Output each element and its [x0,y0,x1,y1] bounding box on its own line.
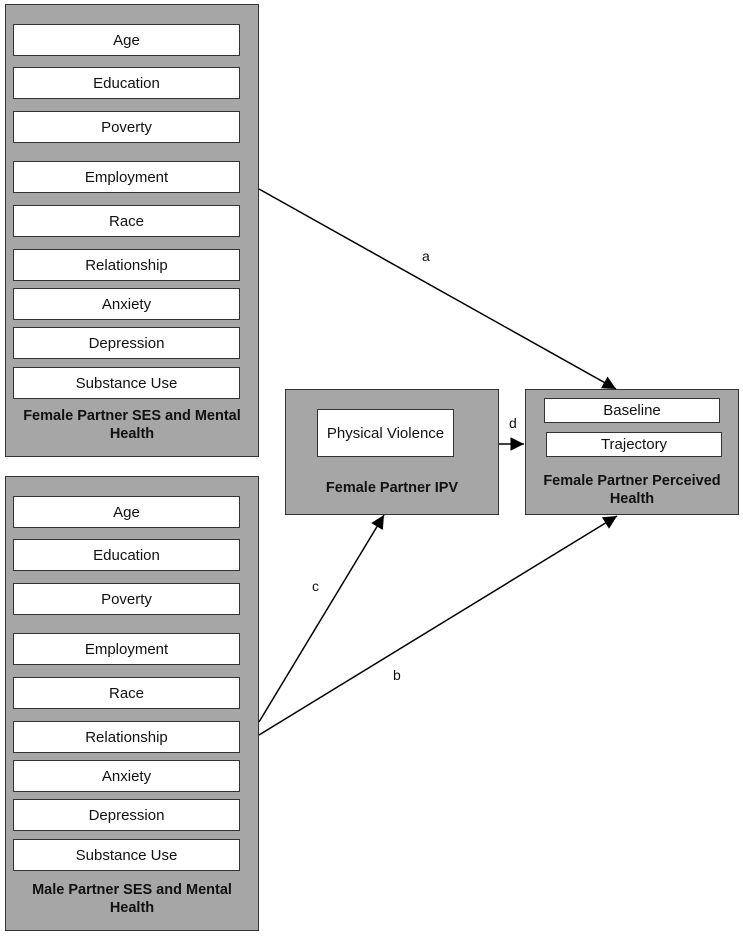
health-group: Baseline Trajectory Female Partner Perce… [525,389,739,515]
female-age-box: Age [13,24,240,56]
health-group-title: Female Partner Perceived Health [543,473,721,507]
male-education-box: Education [13,539,240,571]
male-anxiety-box: Anxiety [13,760,240,792]
baseline-box: Baseline [544,398,720,423]
male-substance-use-box: Substance Use [13,839,240,871]
trajectory-box: Trajectory [546,432,722,457]
path-b-arrow [258,515,618,736]
male-partner-group: Age Education Poverty Employment Race Re… [5,476,259,931]
female-anxiety-box: Anxiety [13,288,240,320]
female-group-title: Female Partner SES and Mental Health [23,408,241,442]
path-c-arrow [258,514,385,723]
path-d-label: d [509,415,517,431]
female-poverty-box: Poverty [13,111,240,143]
male-poverty-box: Poverty [13,583,240,615]
male-group-title: Male Partner SES and Mental Health [32,882,232,916]
physical-violence-box: Physical Violence [317,409,454,457]
male-depression-box: Depression [13,799,240,831]
male-race-box: Race [13,677,240,709]
female-partner-group: Age Education Poverty Employment Race Re… [5,4,259,457]
male-relationship-box: Relationship [13,721,240,753]
female-race-box: Race [13,205,240,237]
ipv-group-title: Female Partner IPV [325,480,459,496]
male-age-box: Age [13,496,240,528]
path-b-label: b [393,667,401,683]
male-employment-box: Employment [13,633,240,665]
path-a-arrow [258,188,617,390]
female-education-box: Education [13,67,240,99]
female-substance-use-box: Substance Use [13,367,240,399]
female-depression-box: Depression [13,327,240,359]
path-a-label: a [422,248,430,264]
ipv-group: Physical Violence Female Partner IPV [285,389,499,515]
female-relationship-box: Relationship [13,249,240,281]
female-employment-box: Employment [13,161,240,193]
path-c-label: c [312,578,319,594]
